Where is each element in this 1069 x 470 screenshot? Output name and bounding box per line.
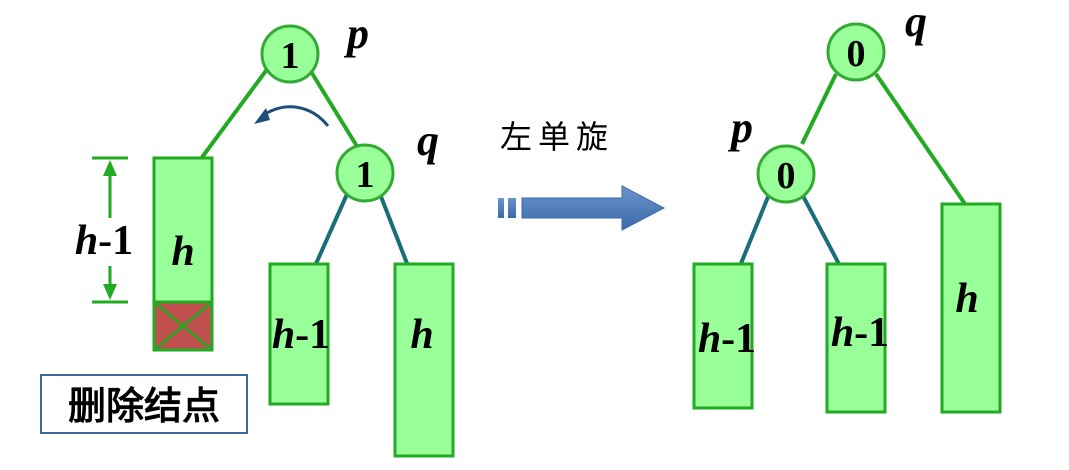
caption-box: 删除结点 [40, 374, 248, 434]
subtree-q-left-label: h-1 [272, 312, 330, 358]
subtree-p-left-after [692, 262, 754, 410]
node-p-after [756, 144, 816, 204]
subtree-p-left-after-label: h-1 [698, 316, 756, 362]
subtree-q-right-after-label: h [955, 276, 978, 322]
edge-p-right-after [800, 193, 842, 267]
node-q [335, 143, 395, 203]
node-q-after [826, 22, 886, 82]
subtree-q-right-after [940, 202, 1002, 414]
subtree-p-left-label: h [171, 229, 194, 275]
node-p-name: p [343, 9, 369, 58]
before-tree: h h-1 h-1 h 1 p 1 q [66, 9, 455, 458]
edge-p-q [308, 68, 360, 150]
rotation-curve-arrow [254, 105, 330, 127]
node-q-name: q [417, 116, 439, 165]
node-q-after-balance: 0 [847, 33, 866, 75]
node-q-balance: 1 [356, 154, 375, 196]
subtree-p-right-after [825, 262, 887, 414]
edge-q-right-after [874, 72, 967, 206]
subtree-p-right-after-label: h-1 [831, 310, 889, 356]
subtree-q-right-label: h [410, 312, 433, 358]
edge-p-left-after [738, 191, 772, 267]
height-marker-label: h-1 [75, 218, 133, 264]
transform-arrow [498, 185, 666, 231]
node-p-balance: 1 [281, 35, 300, 77]
node-p-after-name: p [727, 103, 753, 152]
node-p-after-balance: 0 [777, 155, 796, 197]
operation-label: 左单旋 [500, 118, 615, 156]
node-q-after-name: q [905, 0, 927, 46]
edge-q-p [800, 73, 838, 145]
edge-p-left [198, 66, 270, 162]
deleted-node-block [152, 300, 214, 352]
node-p [260, 24, 320, 84]
subtree-q-right [393, 262, 455, 458]
after-tree: h-1 h-1 h 0 q 0 p [692, 0, 1002, 414]
height-marker [66, 156, 144, 304]
edge-q-left [313, 191, 350, 267]
subtree-q-left [268, 262, 330, 406]
subtree-p-left [152, 156, 214, 304]
edge-q-right [378, 193, 410, 267]
